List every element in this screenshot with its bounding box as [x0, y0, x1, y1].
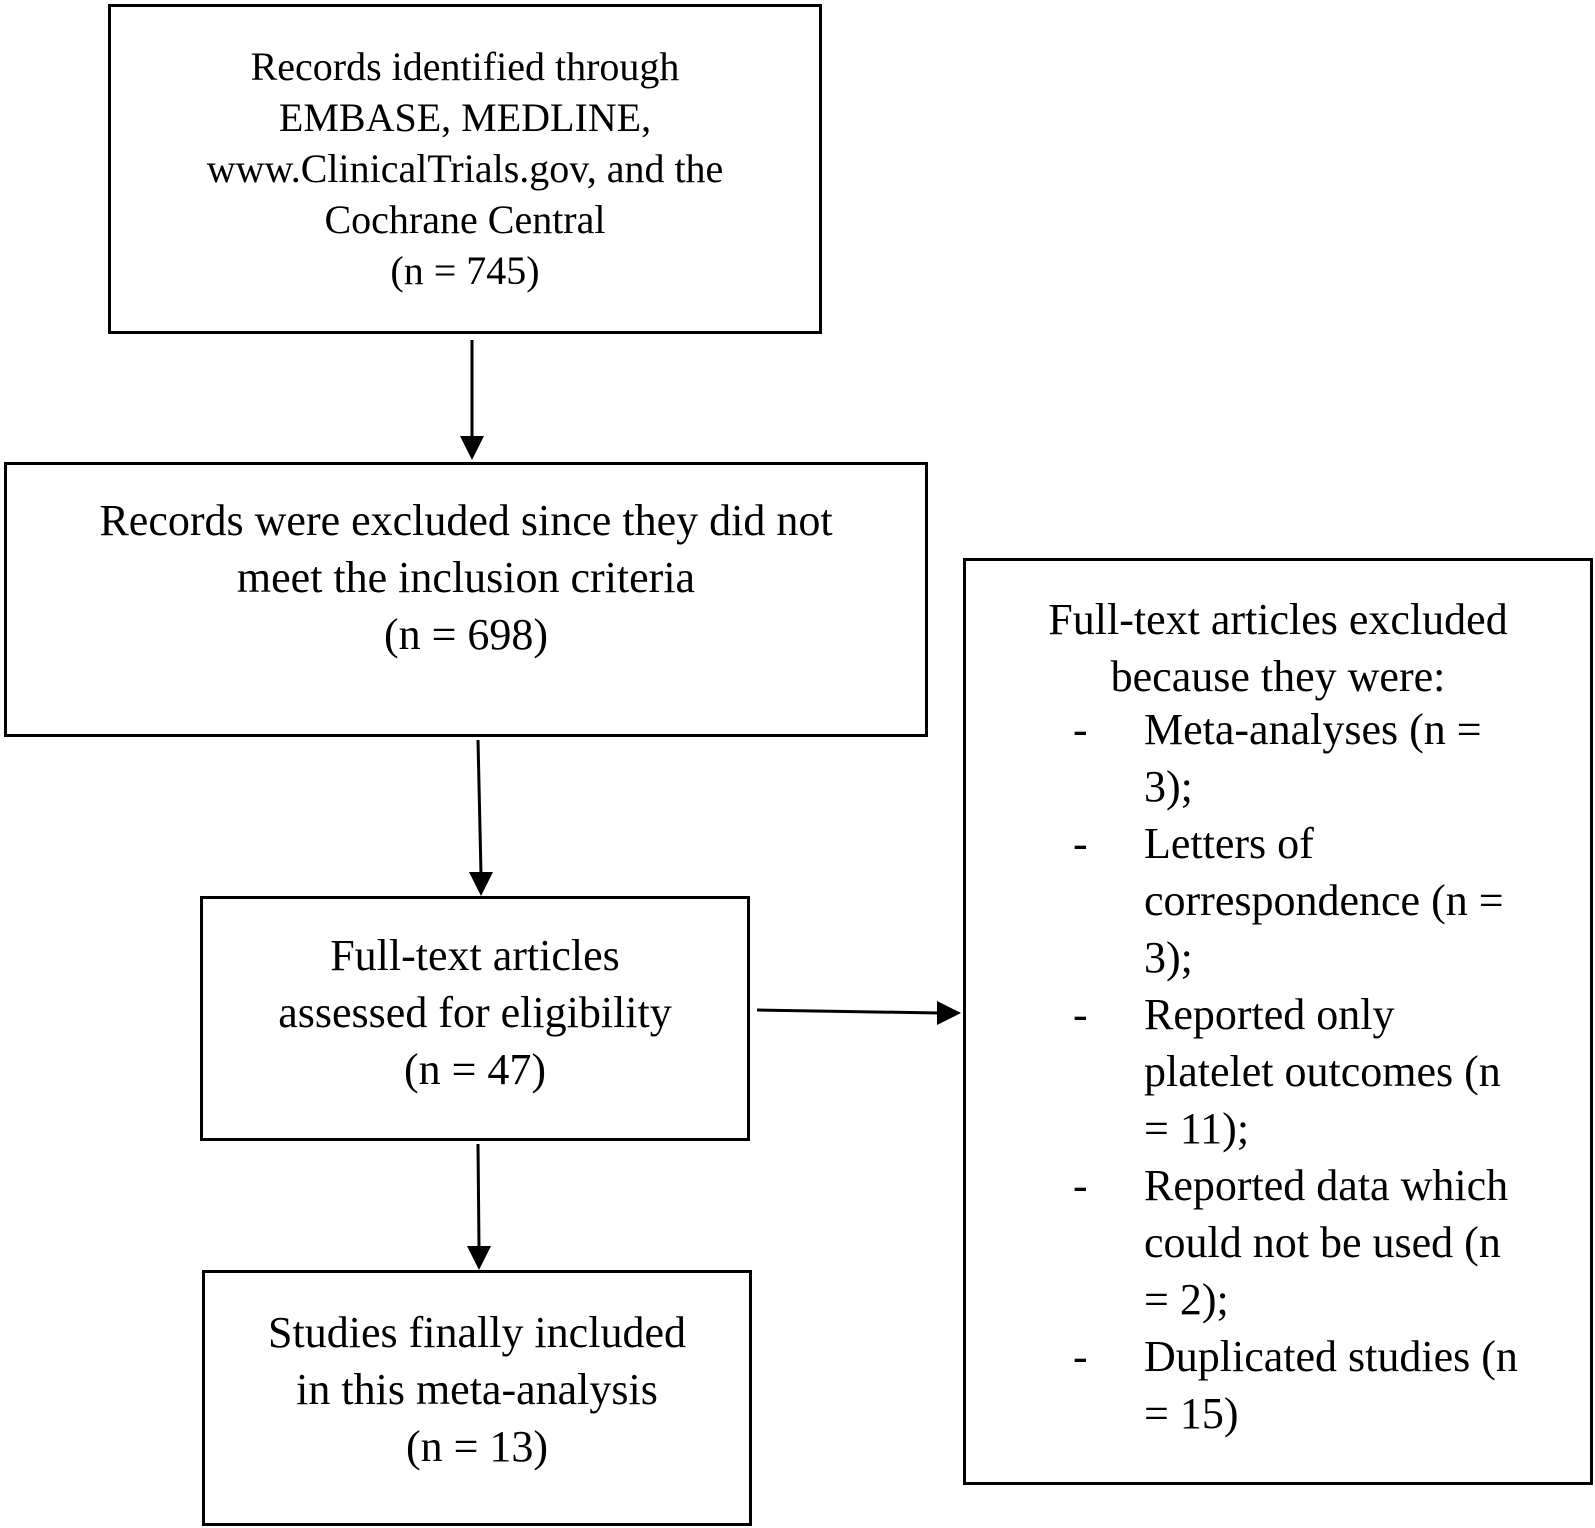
studies-included-text: Studies finally included in this meta-an…: [205, 1304, 749, 1475]
exclusion-reason-item: - Reported only platelet outcomes (n = 1…: [966, 986, 1590, 1157]
studies-included-line-2: in this meta-analysis: [296, 1365, 658, 1414]
records-identified-text: Records identified through EMBASE, MEDLI…: [111, 41, 819, 296]
reason-line: = 2);: [1144, 1275, 1229, 1324]
fulltext-assessed-text: Full-text articles assessed for eligibil…: [203, 927, 747, 1098]
arrow-assessed-to-included: [467, 1143, 491, 1270]
arrow-excluded-to-assessed: [469, 739, 493, 896]
records-excluded-line-1: Records were excluded since they did not: [99, 496, 833, 545]
reason-line: Meta-analyses (n =: [1144, 705, 1482, 754]
studies-included-line-1: Studies finally included: [268, 1308, 686, 1357]
fulltext-assessed-line-2: assessed for eligibility: [278, 988, 672, 1037]
records-identified-line-4: Cochrane Central: [324, 197, 606, 242]
arrow-identified-to-excluded: [460, 340, 484, 460]
exclusion-reason-text: Duplicated studies (n = 15): [1144, 1328, 1570, 1442]
arrow-assessed-to-fulltext-excluded: [756, 1001, 961, 1025]
fulltext-assessed-count: (n = 47): [403, 1045, 547, 1094]
exclusion-reason-list: - Meta-analyses (n = 3); - Letters of co…: [966, 701, 1590, 1442]
exclusion-reason-text: Letters of correspondence (n = 3);: [1144, 815, 1570, 986]
fulltext-excluded-heading-line-2: because they were:: [1110, 652, 1446, 701]
reason-line: 3);: [1144, 933, 1193, 982]
records-identified-line-1: Records identified through: [250, 44, 680, 89]
exclusion-reason-item: - Duplicated studies (n = 15): [966, 1328, 1590, 1442]
reason-line: Letters of: [1144, 819, 1314, 868]
fulltext-excluded-box: Full-text articles excluded because they…: [963, 558, 1593, 1485]
reason-line: correspondence (n =: [1144, 876, 1504, 925]
records-identified-line-3: www.ClinicalTrials.gov, and the: [206, 146, 724, 191]
bullet-dash: -: [1073, 819, 1088, 868]
exclusion-reason-text: Meta-analyses (n = 3);: [1144, 701, 1570, 815]
reason-line: could not be used (n: [1144, 1218, 1501, 1267]
reason-line: = 15): [1144, 1389, 1239, 1438]
bullet-dash: -: [1073, 990, 1088, 1039]
reason-line: 3);: [1144, 762, 1193, 811]
studies-included-box: Studies finally included in this meta-an…: [202, 1270, 752, 1526]
records-identified-line-2: EMBASE, MEDLINE,: [278, 95, 652, 140]
bullet-dash: -: [1073, 705, 1088, 754]
records-identified-box: Records identified through EMBASE, MEDLI…: [108, 4, 822, 334]
fulltext-assessed-box: Full-text articles assessed for eligibil…: [200, 896, 750, 1141]
reason-line: platelet outcomes (n: [1144, 1047, 1501, 1096]
bullet-dash: -: [1073, 1332, 1088, 1381]
reason-line: Reported only: [1144, 990, 1395, 1039]
records-identified-count: (n = 745): [390, 248, 540, 293]
records-excluded-box: Records were excluded since they did not…: [4, 462, 928, 737]
exclusion-reason-text: Reported data which could not be used (n…: [1144, 1157, 1570, 1328]
reason-line: Duplicated studies (n: [1144, 1332, 1518, 1381]
exclusion-reason-text: Reported only platelet outcomes (n = 11)…: [1144, 986, 1570, 1157]
studies-included-count: (n = 13): [405, 1422, 549, 1471]
records-excluded-line-2: meet the inclusion criteria: [236, 553, 696, 602]
exclusion-reason-item: - Meta-analyses (n = 3);: [966, 701, 1590, 815]
fulltext-excluded-heading-line-1: Full-text articles excluded: [1048, 595, 1508, 644]
records-excluded-text: Records were excluded since they did not…: [7, 492, 925, 663]
reason-line: = 11);: [1144, 1104, 1250, 1153]
records-excluded-count: (n = 698): [383, 610, 549, 659]
exclusion-reason-item: - Reported data which could not be used …: [966, 1157, 1590, 1328]
fulltext-excluded-heading: Full-text articles excluded because they…: [966, 591, 1590, 705]
reason-line: Reported data which: [1144, 1161, 1509, 1210]
bullet-dash: -: [1073, 1161, 1088, 1210]
fulltext-assessed-line-1: Full-text articles: [330, 931, 620, 980]
exclusion-reason-item: - Letters of correspondence (n = 3);: [966, 815, 1590, 986]
